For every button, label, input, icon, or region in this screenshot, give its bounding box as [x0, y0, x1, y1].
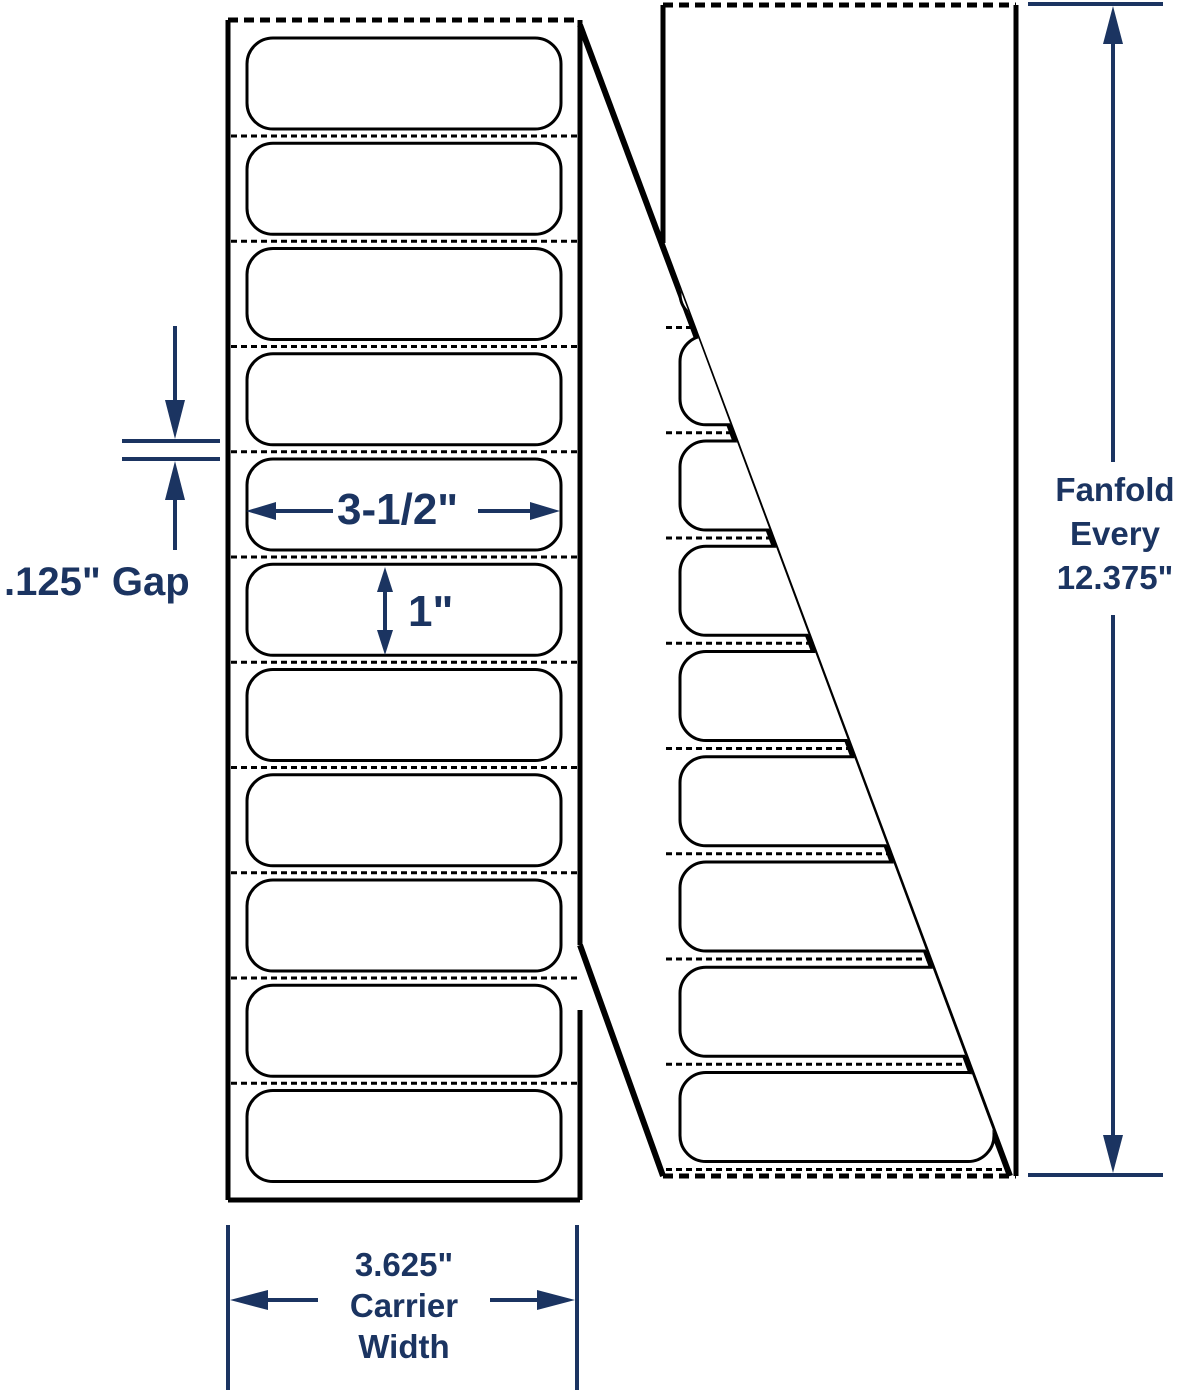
label-rect [678, 650, 996, 742]
gap-dimension [122, 326, 220, 550]
label-rect [245, 247, 563, 341]
gap-arrow-bottom-head [165, 461, 185, 500]
label-height-text: 1" [408, 587, 454, 636]
height-arrow-top-head [377, 567, 393, 592]
label-rect [245, 141, 563, 236]
fanfold-label: Fanfold Every 12.375" [1044, 473, 1186, 605]
label-rect [678, 123, 996, 216]
label-rect [245, 983, 563, 1078]
label-rect [245, 668, 563, 762]
left-label-strip [225, 17, 583, 1203]
label-rect [678, 439, 996, 532]
carrier-width-word2: Width [358, 1328, 450, 1365]
carrier-width-value: 3.625" [354, 1246, 454, 1283]
carrier-arrow-right-head [537, 1290, 575, 1310]
label-rect [678, 544, 996, 637]
carrier-arrow-left-head [230, 1290, 268, 1310]
width-arrow-right-head [530, 502, 560, 520]
label-rect [678, 18, 996, 111]
label-rect [245, 1089, 563, 1183]
label-rect [245, 773, 563, 868]
label-rect [245, 457, 563, 552]
right-fanfold-stack [660, 2, 1019, 1179]
label-rect [678, 965, 996, 1058]
label-rect [678, 860, 996, 953]
gap-arrow-top-head [165, 400, 185, 439]
gap-text: .125" Gap [4, 560, 190, 604]
fanfold-word2: Every [1070, 515, 1160, 552]
carrier-width-word1: Carrier [349, 1287, 459, 1324]
label-height-dimension [377, 567, 393, 655]
label-width-text: 3-1/2" [337, 485, 459, 534]
fanfold-arrow-top-head [1103, 6, 1123, 44]
fanfold-arrow-bottom-head [1103, 1135, 1123, 1173]
label-rect [245, 878, 563, 973]
fold-line-lower [577, 943, 666, 1178]
label-rect [245, 562, 563, 657]
height-arrow-bottom-head [377, 630, 393, 655]
label-rect [678, 755, 996, 848]
fanfold-word1: Fanfold [1055, 471, 1175, 508]
carrier-width-dimension [226, 1225, 579, 1390]
label-width-dimension [246, 502, 560, 520]
label-rect [245, 352, 563, 447]
label-rect [245, 36, 563, 131]
fanfold-dimension [1028, 2, 1163, 1177]
fanfold-value: 12.375" [1056, 559, 1174, 596]
carrier-width-label: 3.625" Carrier Width [318, 1248, 490, 1371]
label-rect [678, 1071, 996, 1163]
label-rect [678, 229, 996, 321]
width-arrow-left-head [246, 502, 276, 520]
